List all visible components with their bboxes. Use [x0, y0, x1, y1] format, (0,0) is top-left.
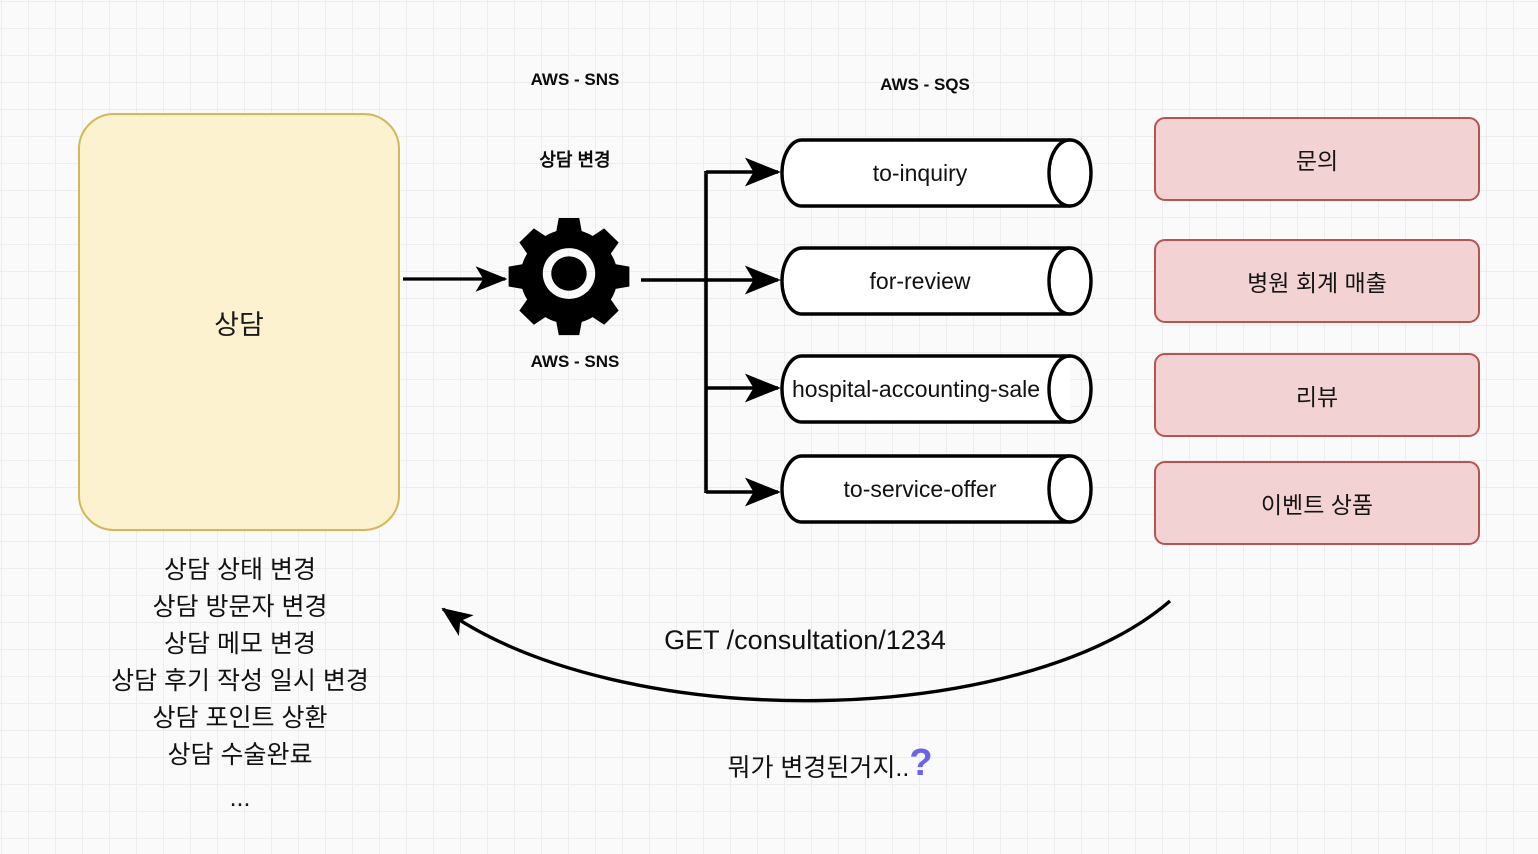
sns-bottom-label: AWS - SNS — [530, 352, 620, 371]
event-list-item: 상담 메모 변경 — [164, 630, 316, 658]
queue-shape — [780, 246, 1093, 316]
callback-request-label: GET /consultation/1234 — [664, 625, 946, 655]
queue-label: to-service-offer — [843, 475, 997, 502]
queue-label: for-review — [869, 267, 971, 294]
queue-label: hospital-accounting-sale — [792, 375, 1041, 402]
sns-topic-label: 상담 변경 — [539, 150, 611, 170]
consumer-label: 문의 — [1295, 148, 1339, 174]
question-mark-icon: ? — [909, 742, 933, 784]
callback-question-text: 뭐가 변경된거지.. — [727, 754, 910, 782]
event-list-item: 상담 상태 변경 — [164, 556, 316, 584]
queue-for-review[interactable]: for-review — [780, 246, 1094, 316]
consumer-label: 병원 회계 매출 — [1247, 270, 1387, 296]
queue-shape — [780, 138, 1093, 208]
source-node-label: 상담 — [214, 309, 264, 340]
queue-shape — [780, 454, 1093, 524]
source-node-consultation[interactable]: 상담 — [78, 113, 400, 531]
event-list-item: 상담 수술완료 — [167, 741, 313, 769]
event-list-ellipsis: ... — [229, 784, 251, 812]
event-list: 상담 상태 변경 상담 방문자 변경 상담 메모 변경 상담 후기 작성 일시 … — [40, 552, 440, 822]
queue-hospital-accounting-sale[interactable]: hospital-accounting-sale — [780, 354, 1094, 424]
event-list-item: 상담 방문자 변경 — [152, 593, 328, 621]
queue-to-inquiry[interactable]: to-inquiry — [780, 138, 1094, 208]
callback-question-annotation: 뭐가 변경된거지..? — [620, 744, 1040, 784]
consumer-box-inquiry[interactable]: 문의 — [1154, 117, 1480, 201]
gear-icon — [505, 217, 633, 340]
consumer-box-review[interactable]: 리뷰 — [1154, 353, 1480, 437]
queue-shape — [780, 354, 1093, 424]
queue-to-service-offer[interactable]: to-service-offer — [780, 454, 1094, 524]
queue-label: to-inquiry — [872, 159, 968, 186]
event-list-item: 상담 후기 작성 일시 변경 — [111, 667, 369, 695]
sns-top-label: AWS - SNS — [530, 70, 620, 89]
consumer-label: 리뷰 — [1295, 384, 1339, 410]
event-list-item: 상담 포인트 상환 — [152, 704, 328, 732]
sqs-section-label: AWS - SQS — [880, 75, 970, 94]
consumer-box-event-product[interactable]: 이벤트 상품 — [1154, 461, 1480, 545]
consumer-box-hospital-accounting[interactable]: 병원 회계 매출 — [1154, 239, 1480, 323]
consumer-label: 이벤트 상품 — [1260, 492, 1374, 518]
